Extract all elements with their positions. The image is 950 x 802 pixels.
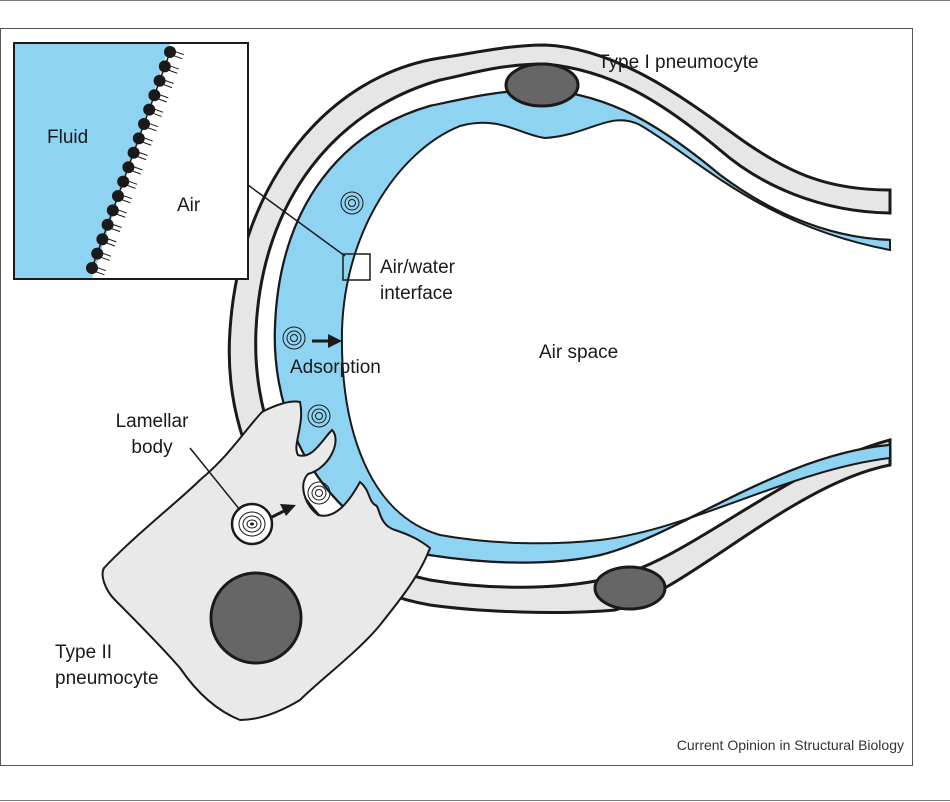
lipid-head bbox=[143, 103, 156, 116]
lipid-head bbox=[127, 146, 140, 159]
interface-label-line1: Air/water bbox=[380, 257, 455, 278]
top-rule bbox=[0, 0, 950, 1]
lipid-head bbox=[96, 233, 109, 246]
lipid-head bbox=[86, 262, 98, 274]
type2-label-line2: pneumocyte bbox=[55, 667, 159, 689]
adsorption-arrow bbox=[328, 334, 342, 348]
type1-nucleus-bottom bbox=[593, 565, 667, 611]
swirl-1 bbox=[340, 191, 364, 215]
type2-cell bbox=[101, 400, 432, 722]
air-label: Air bbox=[177, 195, 201, 216]
lipid-head bbox=[132, 132, 145, 145]
adsorption-label: Adsorption bbox=[290, 357, 381, 378]
lipid-head bbox=[112, 190, 124, 202]
bottom-rule bbox=[0, 800, 950, 801]
lamellar-label-line2: body bbox=[131, 436, 173, 458]
figure-frame bbox=[0, 28, 913, 766]
swirl-3 bbox=[307, 404, 331, 428]
interface-marker bbox=[342, 253, 371, 281]
lipid-head bbox=[158, 60, 171, 73]
type2-label-line1: Type II bbox=[55, 642, 113, 663]
inset-leader bbox=[247, 184, 346, 257]
fluid-label: Fluid bbox=[47, 127, 89, 148]
lipid-head bbox=[153, 74, 166, 87]
fluid-layer bbox=[273, 88, 891, 564]
alveolar-wall bbox=[227, 43, 892, 614]
lipid-head bbox=[101, 218, 114, 231]
lipid-head bbox=[164, 46, 176, 58]
lipid-head bbox=[122, 161, 135, 174]
lamellar-label-line1: Lamellar bbox=[115, 411, 189, 432]
lamellar-body bbox=[230, 502, 274, 546]
journal-credit: Current Opinion in Structural Biology bbox=[676, 737, 904, 753]
swirl-2 bbox=[282, 326, 306, 350]
type1-nucleus-top bbox=[504, 62, 580, 108]
inset-panel bbox=[13, 42, 249, 280]
type1-label: Type I pneumocyte bbox=[598, 52, 759, 73]
lipid-head bbox=[91, 247, 104, 260]
swirl-4 bbox=[307, 481, 331, 505]
interface-label-line2: interface bbox=[380, 282, 453, 304]
lipid-head bbox=[138, 118, 150, 130]
interface-label: Air/water interface bbox=[380, 255, 455, 306]
lipid-head bbox=[148, 89, 161, 102]
lipid-monolayer bbox=[86, 46, 185, 276]
lipid-head bbox=[106, 204, 119, 217]
type2-label: Type II pneumocyte bbox=[55, 640, 159, 691]
air-space-label: Air space bbox=[539, 342, 619, 363]
lamellar-label: Lamellar body bbox=[104, 409, 200, 460]
type2-nucleus bbox=[209, 571, 303, 665]
lipid-head bbox=[117, 175, 130, 188]
secretion-arrow bbox=[280, 504, 296, 516]
lamellar-leader bbox=[189, 447, 241, 511]
